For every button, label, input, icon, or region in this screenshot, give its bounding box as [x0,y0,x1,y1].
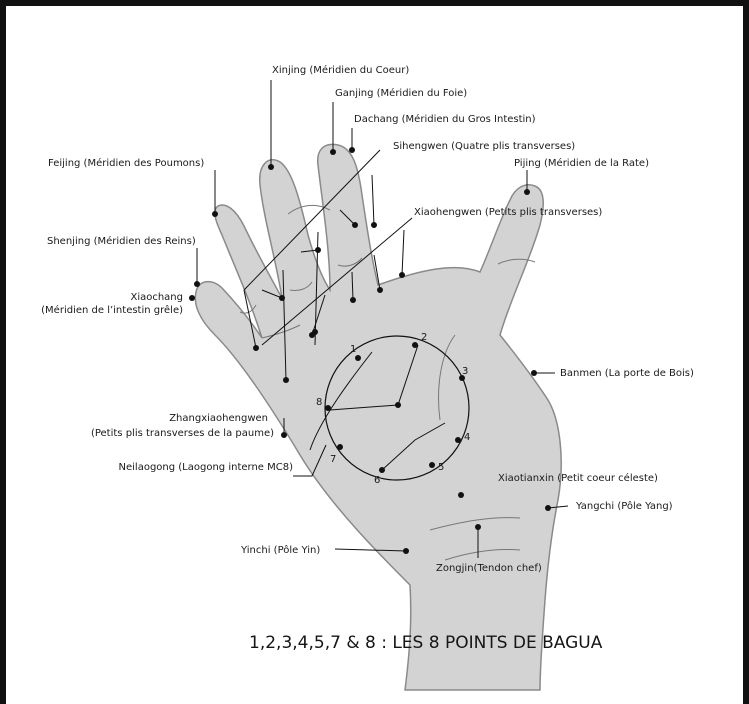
bagua-number-4: 4 [464,432,470,443]
label-yangchi: Yangchi (Pôle Yang) [575,500,673,512]
bagua-number-6: 6 [374,475,380,486]
label-zhangxiaohengwen: Zhangxiaohengwen [169,413,268,424]
label-xiaochang-sub: (Méridien de l’intestin grêle) [41,304,183,316]
bagua-number-7: 7 [330,454,336,465]
bagua-number-2: 2 [421,332,427,343]
label-feijing: Feijing (Méridien des Poumons) [48,157,204,169]
bagua-number-1: 1 [350,344,356,355]
label-neilaogong: Neilaogong (Laogong interne MC8) [119,462,294,473]
label-sihengwen: Sihengwen (Quatre plis transverses) [393,141,575,152]
label-zhangxiaohengwen-sub: (Petits plis transverses de la paume) [91,428,274,439]
label-xiaotianxin: Xiaotianxin (Petit coeur céleste) [498,472,658,484]
label-pijing: Pijing (Méridien de la Rate) [514,157,649,169]
label-zongjin: Zongjin(Tendon chef) [436,563,542,574]
label-xiaochang: Xiaochang [130,292,183,303]
bagua-number-5: 5 [438,462,444,473]
label-xinjing: Xinjing (Méridien du Coeur) [272,64,409,76]
label-shenjing: Shenjing (Méridien des Reins) [47,235,196,247]
label-ganjing: Ganjing (Méridien du Foie) [335,87,467,99]
label-dachang: Dachang (Méridien du Gros Intestin) [354,113,536,125]
label-banmen: Banmen (La porte de Bois) [560,368,694,379]
bagua-number-8: 8 [316,397,322,408]
label-yinchi: Yinchi (Pôle Yin) [240,544,320,556]
label-xiaohengwen: Xiaohengwen (Petits plis transverses) [414,207,602,218]
bagua-number-3: 3 [462,366,468,377]
diagram-caption: 1,2,3,4,5,7 & 8 : LES 8 POINTS DE BAGUA [249,633,603,653]
